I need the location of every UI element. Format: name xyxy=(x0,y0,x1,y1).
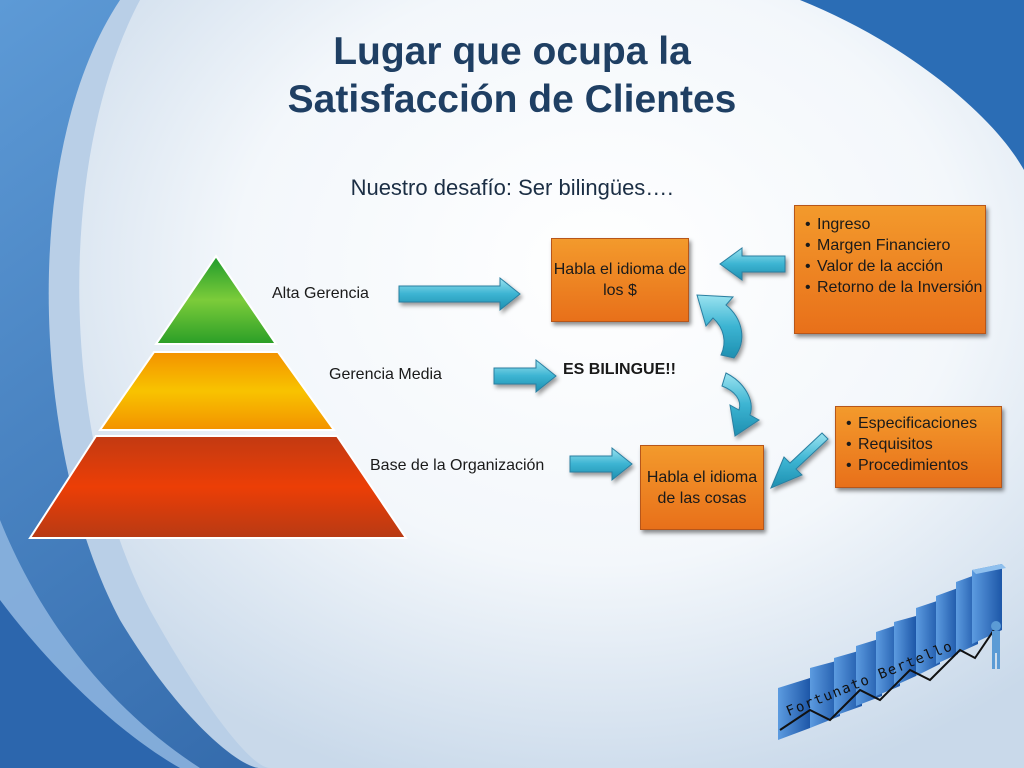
finance-list: Ingreso Margen Financiero Valor de la ac… xyxy=(803,214,985,298)
level-label-top: Alta Gerencia xyxy=(272,285,369,302)
bar-chart-logo-icon xyxy=(778,564,1006,740)
pyramid-base-level xyxy=(28,435,408,539)
logo-figure xyxy=(991,621,1001,669)
curved-arrow-up-icon xyxy=(696,294,743,359)
curved-arrow-down-icon xyxy=(721,372,760,437)
level-label-base: Base de la Organización xyxy=(370,457,545,474)
level-label-middle: Gerencia Media xyxy=(329,366,442,383)
bilingual-note: ES BILINGUE!! xyxy=(563,361,676,378)
money-language-text: Habla el idioma de los $ xyxy=(553,261,687,299)
arrow-right-icon xyxy=(398,276,521,312)
finance-item: Valor de la acción xyxy=(803,256,985,277)
arrow-right-icon xyxy=(569,446,633,482)
pyramid-middle-level xyxy=(98,351,336,431)
title-line-2: Satisfacción de Clientes xyxy=(287,78,737,121)
operations-item: Especificaciones xyxy=(844,413,1001,434)
things-language-box: Habla el idioma de las cosas xyxy=(640,445,764,530)
slide-subtitle: Nuestro desafío: Ser bilingües…. xyxy=(350,175,674,200)
money-language-box: Habla el idioma de los $ xyxy=(551,238,689,322)
pyramid-top-level xyxy=(154,254,278,345)
finance-item: Margen Financiero xyxy=(803,235,985,256)
operations-item: Procedimientos xyxy=(844,455,1001,476)
arrow-diagonal-icon xyxy=(770,432,829,489)
operations-list: Especificaciones Requisitos Procedimient… xyxy=(844,413,1001,476)
finance-item: Ingreso xyxy=(803,214,985,235)
things-language-text: Habla el idioma de las cosas xyxy=(646,468,758,507)
logo-trend-line xyxy=(779,623,999,731)
arrow-right-icon xyxy=(493,358,557,394)
title-line-1: Lugar que ocupa la xyxy=(333,30,691,73)
operations-item: Requisitos xyxy=(844,434,1001,455)
finance-box: Ingreso Margen Financiero Valor de la ac… xyxy=(794,205,986,334)
arrow-left-icon xyxy=(719,247,786,281)
logo-bars xyxy=(778,564,1006,740)
finance-item: Retorno de la Inversión xyxy=(803,277,985,298)
slide-title: Lugar que ocupa la Satisfacción de Clien… xyxy=(150,28,874,124)
operations-box: Especificaciones Requisitos Procedimient… xyxy=(835,406,1002,488)
